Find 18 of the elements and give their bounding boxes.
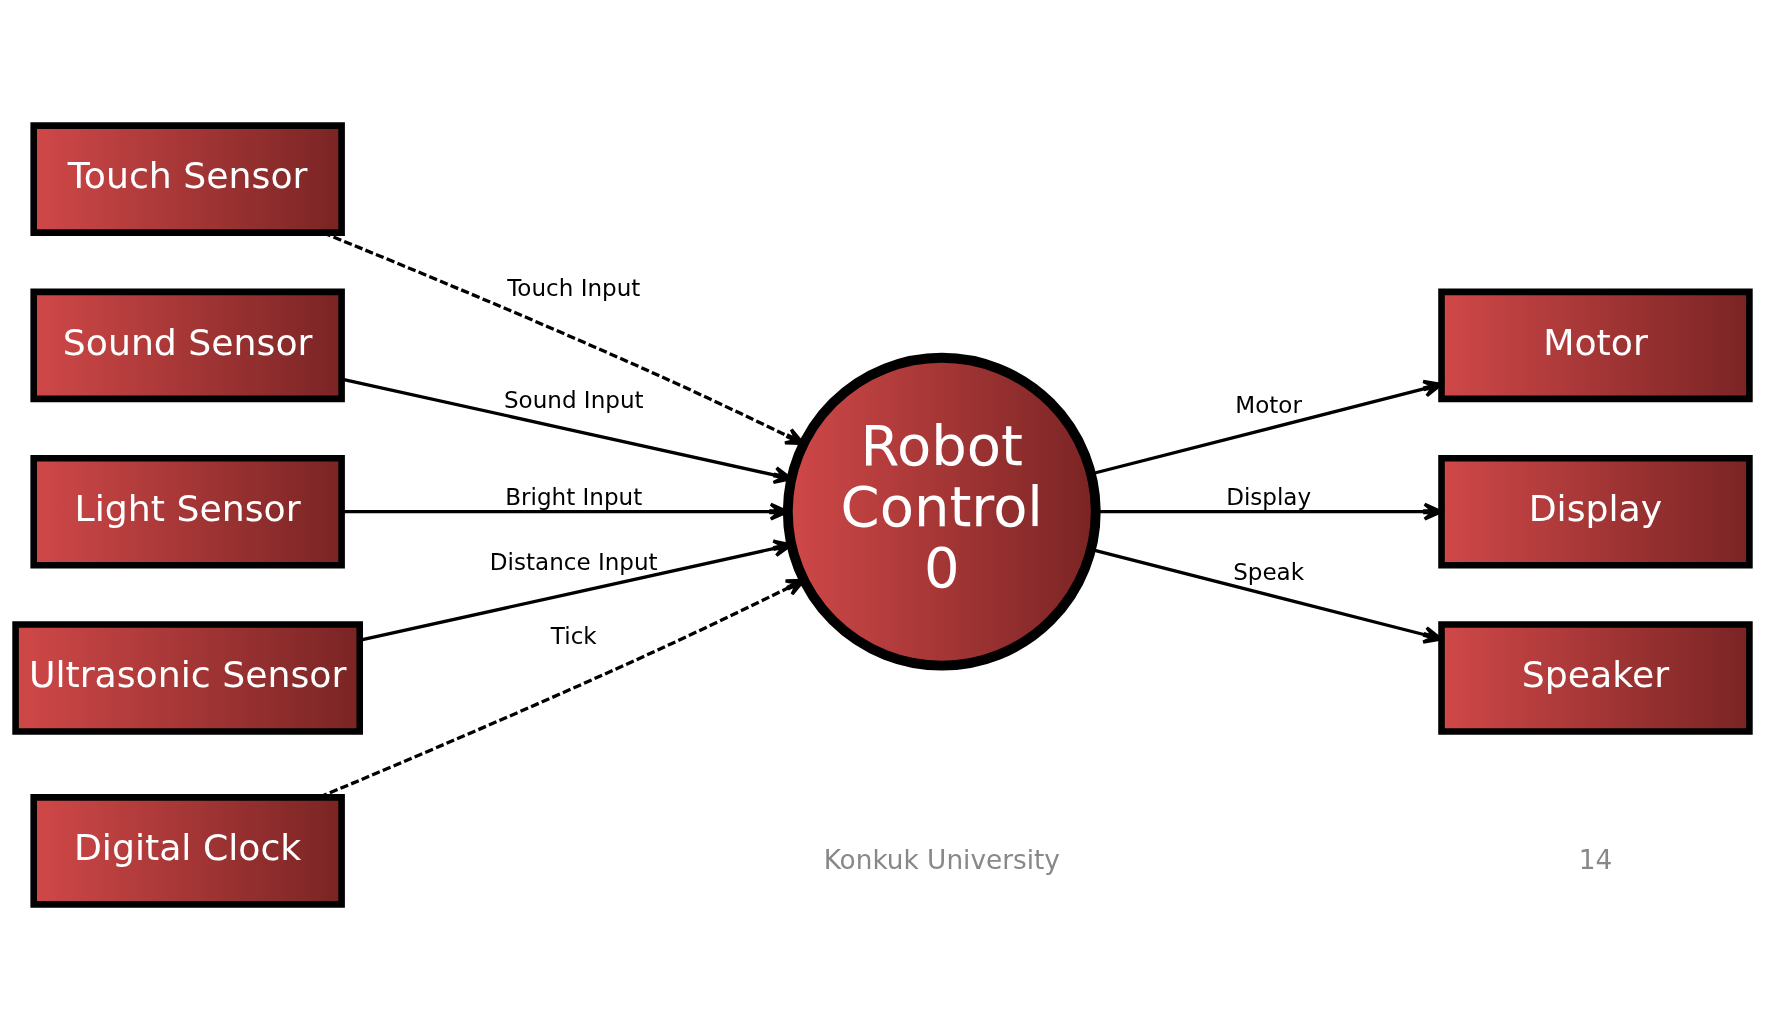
label: 14: [1578, 844, 1613, 875]
node-box: Touch Sensor: [30, 122, 345, 236]
node-box: Sound Sensor: [30, 288, 345, 403]
node-box: Light Sensor: [30, 454, 345, 569]
edge-label: Bright Input: [505, 484, 643, 511]
node-box: Speaker: [1438, 621, 1753, 735]
edge-label: Sound Input: [503, 387, 644, 414]
node-box: Motor: [1438, 288, 1753, 403]
edge-label: Touch Input: [507, 275, 641, 302]
edge-label: Display: [1226, 484, 1312, 511]
node-box: Digital Clock: [30, 794, 345, 908]
edge-label: Tick: [550, 622, 597, 649]
edge-label: Distance Input: [489, 548, 658, 575]
label: Konkuk University: [823, 844, 1060, 875]
node-box: Ultrasonic Sensor: [12, 621, 363, 735]
edge-label: Motor: [1235, 392, 1302, 419]
node-box: Display: [1438, 454, 1753, 569]
edge-label: Speak: [1233, 558, 1305, 585]
